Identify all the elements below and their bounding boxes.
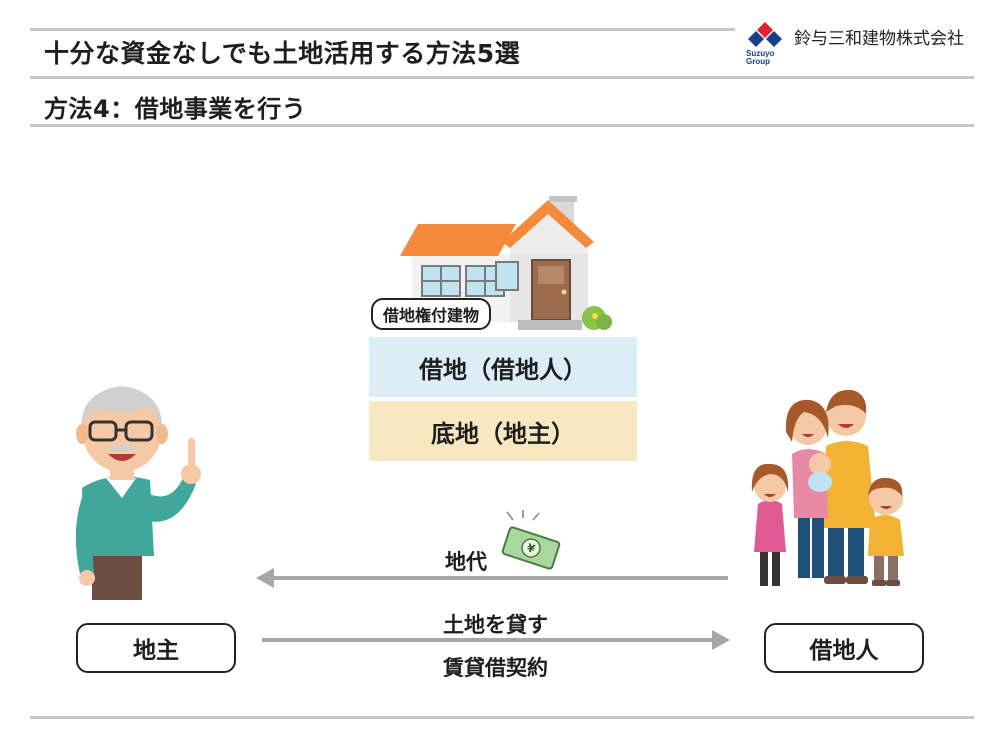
landowner-box: 地主: [76, 623, 236, 673]
page-subtitle: 方法4：借地事業を行う: [44, 95, 307, 123]
title-divider: [30, 76, 974, 79]
transaction-arrows: [256, 568, 730, 650]
leasehold-band: 借地（借地人）: [369, 337, 637, 397]
landowner-band: 底地（地主）: [369, 401, 637, 461]
subtitle-divider: [30, 124, 974, 127]
landowner-illustration: [75, 386, 201, 600]
header-top-rule: [30, 28, 735, 31]
money-bill-icon: ¥: [501, 510, 561, 570]
svg-text:¥: ¥: [525, 541, 537, 556]
company-logo-text: Suzuyo Group: [746, 49, 775, 66]
lease-contract-label: 賃貸借契約: [443, 656, 548, 680]
company-name: 鈴与三和建物株式会社: [794, 29, 964, 49]
footer-rule: [30, 716, 974, 719]
tenant-box: 借地人: [764, 623, 924, 673]
lend-land-label: 土地を貸す: [443, 613, 548, 637]
house-icon: [400, 196, 612, 330]
tenant-illustration: [751, 389, 904, 586]
rent-label: 地代: [445, 550, 487, 574]
building-tag: 借地権付建物: [371, 298, 492, 330]
company-logo-icon: [748, 22, 782, 47]
page-title: 十分な資金なしでも土地活用する方法5選: [44, 39, 521, 68]
